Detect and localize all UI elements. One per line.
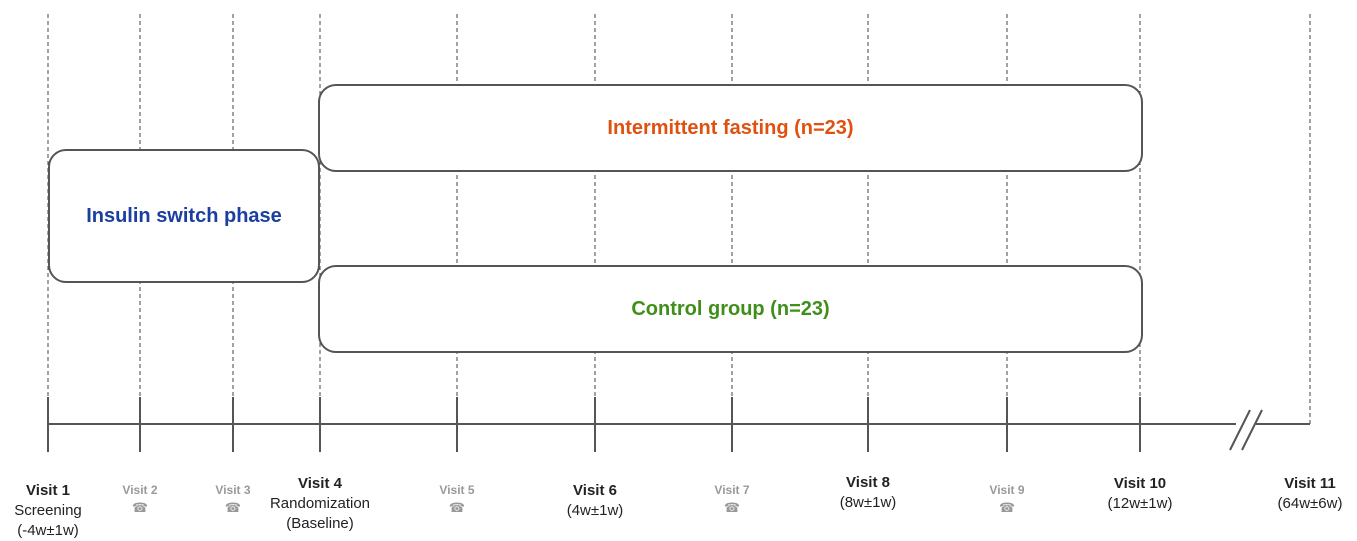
visit-detail: (-4w±1w) [17, 522, 79, 539]
visit-detail: (Baseline) [286, 515, 354, 532]
visit-title: Visit 7 [714, 483, 750, 497]
insulin-switch-phase-box: Insulin switch phase [48, 149, 320, 283]
visit-detail: (8w±1w) [839, 494, 897, 511]
visit-detail: (4w±1w) [566, 502, 624, 519]
visit-title: Visit 4 [298, 475, 342, 492]
phone-icon: ☎ [131, 500, 149, 515]
axis-break-mark [1241, 409, 1263, 451]
visit-title: Visit 10 [1113, 475, 1167, 492]
visit-label-7: Visit 7 ☎ [714, 480, 749, 516]
phone-icon: ☎ [998, 500, 1016, 515]
visit-title: Visit 1 [26, 482, 70, 499]
visit-title: Visit 9 [989, 483, 1025, 497]
visit-label-2: Visit 2 ☎ [122, 480, 157, 516]
intermittent-fasting-box: Intermittent fasting (n=23) [318, 84, 1143, 172]
visit-title: Visit 5 [439, 483, 475, 497]
visit-detail: Randomization [269, 495, 371, 512]
visit-label-6: Visit 6 (4w±1w) [567, 481, 624, 521]
visit-detail: Screening [14, 502, 82, 519]
visit-title: Visit 2 [122, 483, 158, 497]
control-group-box: Control group (n=23) [318, 265, 1143, 353]
visit-label-11: Visit 11 (64w±6w) [1278, 474, 1343, 514]
visit-title: Visit 8 [846, 474, 890, 491]
visit-label-9: Visit 9 ☎ [989, 480, 1024, 516]
visit-label-5: Visit 5 ☎ [439, 480, 474, 516]
visit-title: Visit 6 [573, 482, 617, 499]
visit-label-8: Visit 8 (8w±1w) [840, 473, 897, 513]
phone-icon: ☎ [224, 500, 242, 515]
control-group-label: Control group (n=23) [631, 297, 830, 320]
visit-label-10: Visit 10 (12w±1w) [1108, 474, 1173, 514]
phone-icon: ☎ [723, 500, 741, 515]
insulin-switch-phase-label: Insulin switch phase [86, 204, 282, 227]
visit-detail: (12w±1w) [1107, 495, 1173, 512]
visit-label-1: Visit 1 Screening (-4w±1w) [14, 481, 82, 541]
intermittent-fasting-label: Intermittent fasting (n=23) [607, 116, 854, 139]
visit-title: Visit 11 [1284, 475, 1336, 492]
visit-title: Visit 3 [215, 483, 251, 497]
phone-icon: ☎ [448, 500, 466, 515]
visit-label-4: Visit 4 Randomization (Baseline) [270, 474, 370, 534]
axis-break-mark [1229, 409, 1251, 451]
visit-detail: (64w±6w) [1277, 495, 1343, 512]
visit-label-3: Visit 3 ☎ [215, 480, 250, 516]
